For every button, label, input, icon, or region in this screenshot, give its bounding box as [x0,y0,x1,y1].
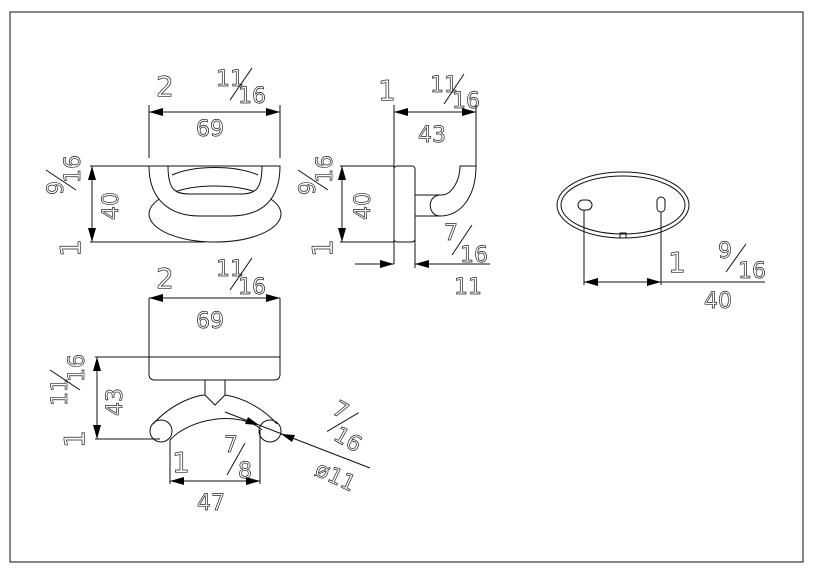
arm-inner [169,418,263,441]
width-metric: 69 [196,309,224,334]
fraction-slash [725,243,747,273]
fraction-slash [45,169,77,191]
arrow-heads [245,417,295,442]
arrow-heads [380,260,429,268]
hook-body [148,165,281,217]
front-view: 2 11 16 69 1 9 16 40 [44,67,282,257]
depth-num: 11 [430,73,458,98]
span-whole: 1 [172,446,190,479]
depth-den: 16 [452,89,480,114]
diameter-den: 16 [329,422,366,458]
height-num: 9 [44,181,69,195]
depth-den: 16 [65,354,90,382]
extension-lines-h [340,165,394,243]
width-metric: 69 [196,117,224,142]
height-metric: 40 [99,192,124,220]
plate-den: 16 [460,243,488,268]
depth-metric: 43 [103,388,128,416]
notch [619,232,627,239]
height-den: 16 [61,155,86,183]
base-plate [148,185,282,243]
drawing-border [9,11,804,563]
fraction-slash [297,169,329,191]
span-den: 8 [238,459,252,484]
mount-plate [393,165,416,243]
width-num: 11 [216,67,244,92]
spacing-metric: 40 [704,289,732,314]
base-inner [560,175,686,235]
fraction-slash [226,442,246,476]
stem [204,380,226,406]
arrow-heads [149,294,280,302]
fraction-slash [326,412,359,432]
height-den: 16 [313,155,338,183]
arrow-heads [149,108,280,116]
diameter-metric: ø11 [311,457,359,497]
spacing-num: 9 [718,239,732,264]
mount-slot-right [656,196,666,213]
spacing-den: 16 [738,259,766,284]
hook-end-right [258,419,282,443]
depth-metric: 43 [418,123,446,148]
plate-num: 7 [444,221,458,246]
side-view: 1 11 16 43 1 9 16 40 7 16 11 [296,73,490,300]
width-den: 16 [238,275,266,300]
mount-plate [148,357,281,381]
extension-lines-h [90,165,280,243]
spacing-whole: 1 [668,246,686,279]
height-whole: 1 [306,239,339,257]
fraction-slash [443,73,465,105]
width-den: 16 [238,84,266,109]
diameter-num: 7 [328,396,353,425]
depth-whole: 1 [58,430,91,448]
width-whole: 2 [156,70,174,103]
top-view: 2 11 16 69 1 11 16 43 1 7 8 47 7 [48,257,371,516]
base-outer [556,171,690,239]
hook-curve [171,167,259,176]
plate-metric: 11 [454,275,482,300]
hook-end-left [149,419,173,443]
span-num: 7 [224,433,238,458]
span-metric: 47 [197,491,225,516]
height-metric: 40 [351,192,376,220]
fraction-slash [451,224,473,256]
fraction-slash [49,369,81,391]
fraction-slash [229,257,253,291]
extension-lines [583,210,662,285]
width-whole: 2 [156,262,174,295]
mount-slot-left [577,199,593,211]
fraction-slash [229,67,253,101]
width-num: 11 [216,257,244,282]
height-num: 9 [296,181,321,195]
span-extension-lines [169,430,261,484]
hook-profile [415,165,477,217]
back-view: 1 9 16 40 [556,171,766,314]
height-whole: 1 [54,239,87,257]
depth-whole: 1 [378,74,396,107]
extension-lines [148,105,281,158]
